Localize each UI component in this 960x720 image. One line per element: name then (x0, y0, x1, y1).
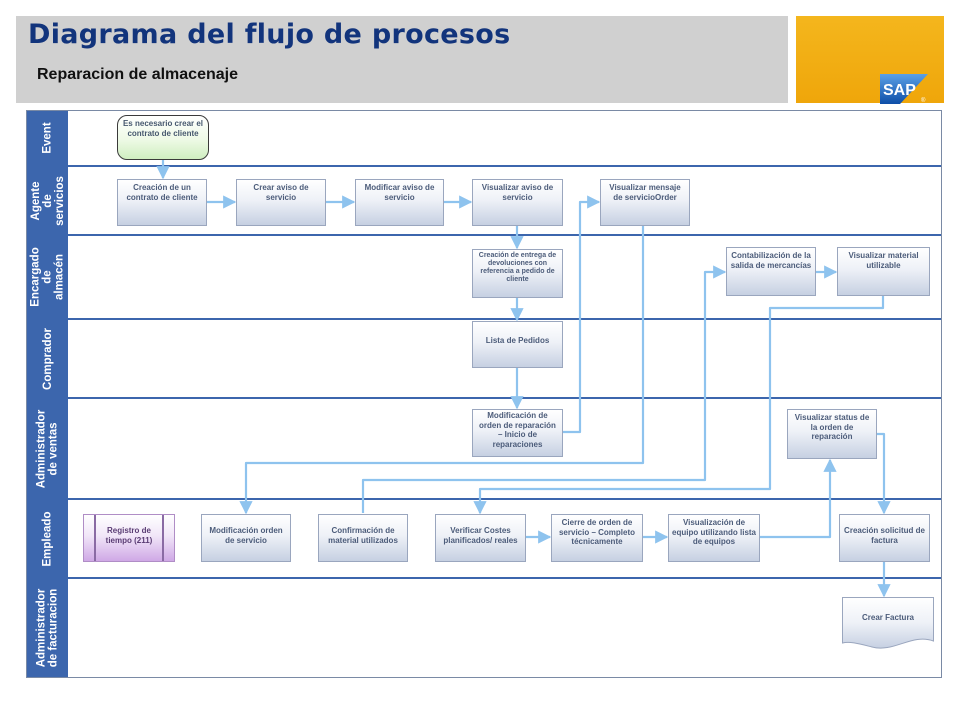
sap-logo: SAP ® (880, 74, 928, 104)
page-subtitle: Reparacion de almacenaje (37, 66, 238, 83)
lane-label-admin-ventas: Administrador de ventas (27, 399, 68, 498)
step-contabilizacion[interactable]: Contabilización de la salida de mercancí… (726, 247, 816, 296)
arrow-visualizacion-to-status (760, 458, 837, 539)
arrow-material-to-verificar (473, 296, 885, 515)
header-banner (16, 16, 788, 103)
event-crear-contrato[interactable]: Es necesario crear el contrato de client… (117, 115, 209, 160)
lane-divider (27, 397, 941, 399)
registro-bar-left (94, 515, 96, 561)
lane-label-agente: Agente de servicios (27, 167, 68, 234)
step-creacion-contrato[interactable]: Creación de un contrato de cliente (117, 179, 207, 226)
brand-panel (796, 16, 944, 103)
step-visualizacion-equipo[interactable]: Visualización de equipo utilizando lista… (668, 514, 760, 562)
arrow-status-to-solicitud (877, 432, 891, 515)
sap-logo-text: SAP (883, 82, 916, 99)
lane-label-comprador: Comprador (27, 320, 68, 397)
registered-mark: ® (921, 97, 926, 104)
page-title: Diagrama del flujo de procesos (28, 19, 511, 50)
step-modificacion-orden-servicio[interactable]: Modificación orden de servicio (201, 514, 291, 562)
step-modificar-aviso[interactable]: Modificar aviso de servicio (355, 179, 444, 226)
step-visualizar-status[interactable]: Visualizar status de la orden de reparac… (787, 409, 877, 459)
lane-label-event: Event (27, 111, 68, 165)
step-crear-aviso[interactable]: Crear aviso de servicio (236, 179, 326, 226)
step-lista-pedidos[interactable]: Lista de Pedidos (472, 321, 563, 368)
lane-label-empleado: Empleado (27, 500, 68, 577)
lane-label-admin-facturacion: Administrador de facturacion (27, 579, 68, 677)
step-confirmacion-material[interactable]: Confirmación de material utilizados (318, 514, 408, 562)
arrow-modificacion-to-mensaje (563, 195, 601, 434)
lane-divider (27, 577, 941, 579)
step-cierre-orden[interactable]: Cierre de orden de servicio – Completo t… (551, 514, 643, 562)
lane-divider (27, 234, 941, 236)
lane-divider (27, 498, 941, 500)
step-visualizar-aviso[interactable]: Visualizar aviso de servicio (472, 179, 563, 226)
step-visualizar-mensaje[interactable]: Visualizar mensaje de servicioOrder (600, 179, 690, 226)
lane-label-encargado: Encargado de almacén (27, 236, 68, 318)
lane-divider (27, 165, 941, 167)
step-modificacion-orden-reparacion[interactable]: Modificación de orden de reparación – In… (472, 409, 563, 457)
step-visualizar-material[interactable]: Visualizar material utilizable (837, 247, 930, 296)
registro-bar-right (162, 515, 164, 561)
step-verificar-costes[interactable]: Verificar Costes planificados/ reales (435, 514, 526, 562)
step-registro-tiempo[interactable]: Registro de tiempo (211) (83, 514, 175, 562)
crear-factura-label: Crear Factura (862, 613, 915, 622)
arrow-confirmacion-to-contabilizacion (361, 265, 727, 513)
step-crear-factura-shape[interactable]: Crear Factura (842, 597, 934, 651)
lane-divider (27, 318, 941, 320)
step-creacion-entrega[interactable]: Creación de entrega de devoluciones con … (472, 249, 563, 298)
sap-logo-shape: SAP ® (880, 74, 928, 104)
arrow-mensaje-to-modificacion-orden (239, 226, 645, 515)
registro-tiempo-label: Registro de tiempo (211) (105, 526, 153, 545)
step-creacion-solicitud[interactable]: Creación solicitud de factura (839, 514, 930, 562)
